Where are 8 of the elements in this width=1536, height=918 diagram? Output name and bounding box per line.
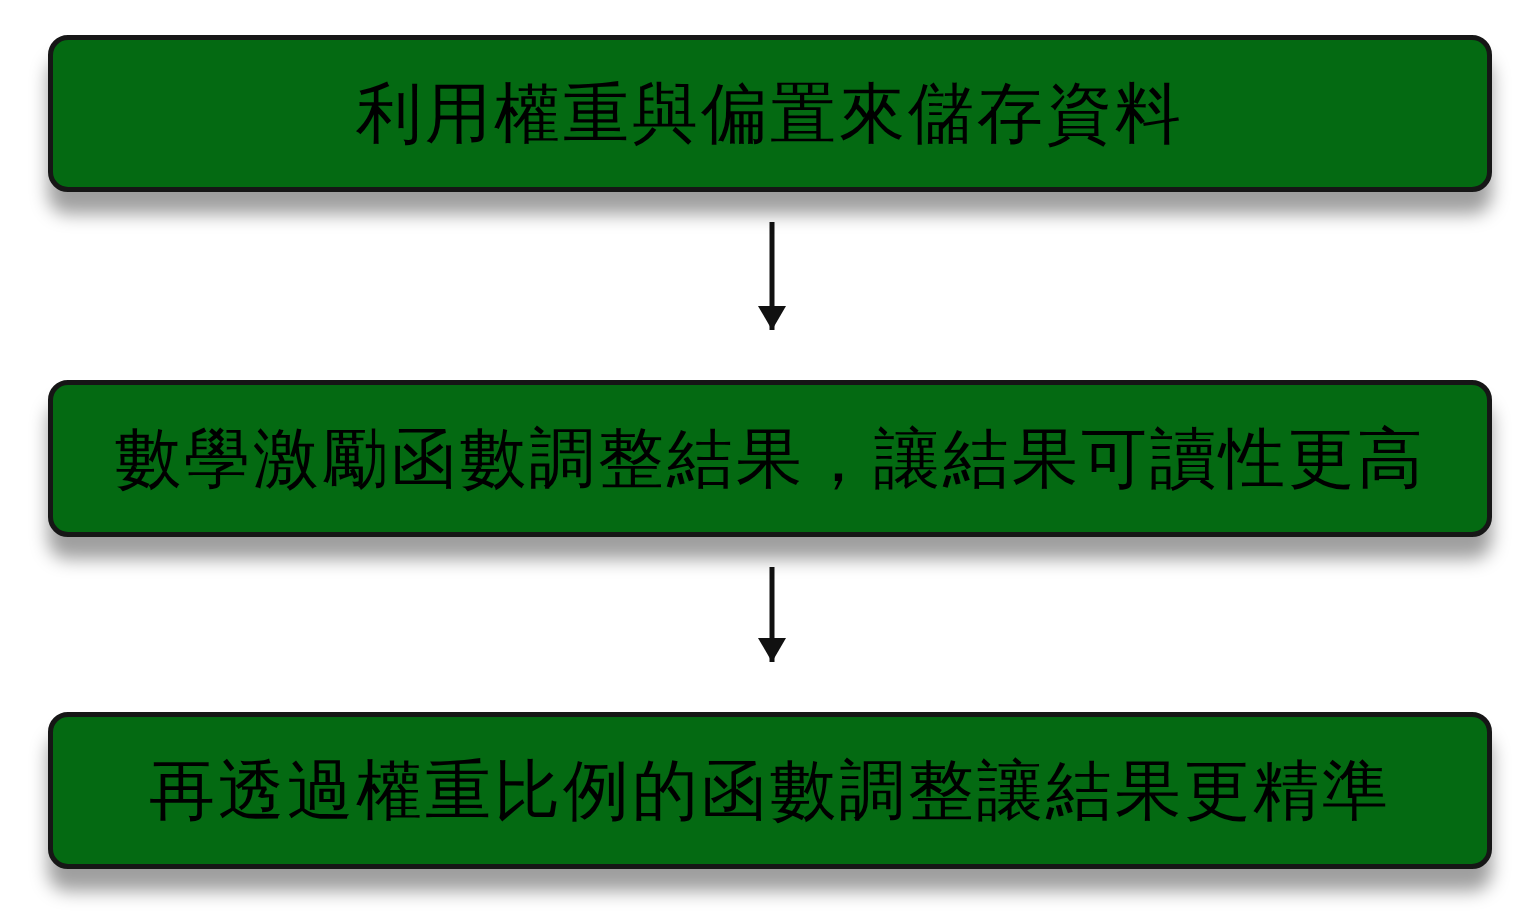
arrow [758, 222, 786, 330]
process-box [48, 380, 1492, 537]
arrow [758, 567, 786, 662]
box-text: 再透過權重比例的函數調整讓結果更精準 [148, 752, 1392, 829]
process-box [48, 712, 1492, 869]
box-text: 利用權重與偏置來儲存資料 [355, 75, 1185, 152]
process-box [48, 35, 1492, 192]
box-text: 數學激勵函數調整結果，讓結果可讀性更高 [113, 420, 1427, 497]
